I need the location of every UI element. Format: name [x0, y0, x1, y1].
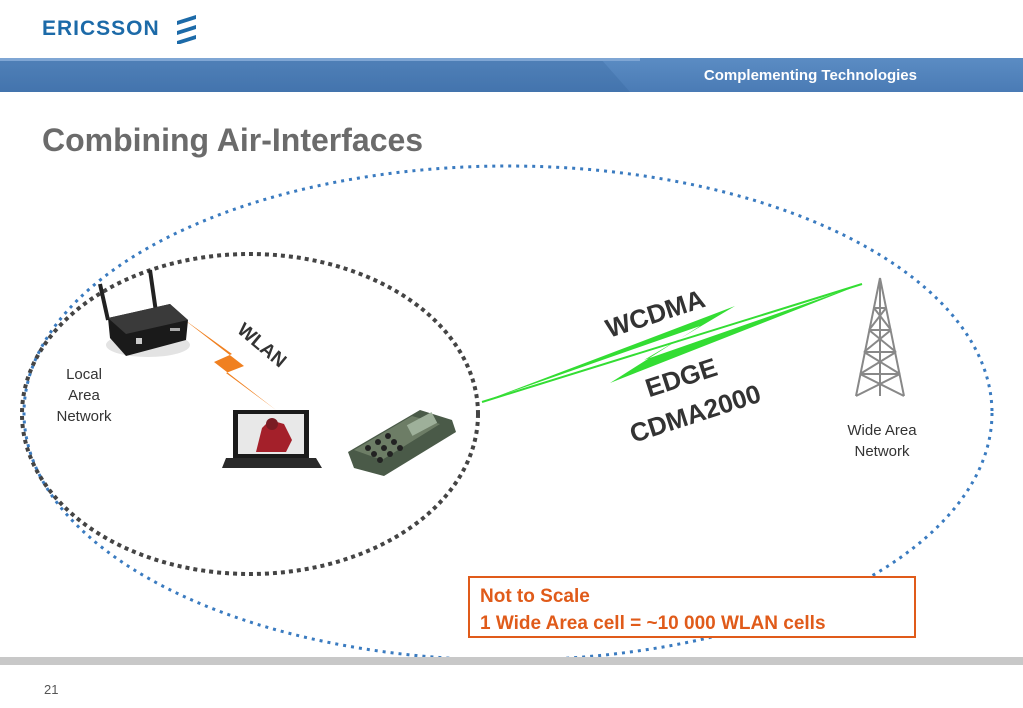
ericsson-logo: ERICSSON [42, 14, 200, 44]
logo-text: ERICSSON [42, 17, 160, 40]
header-bar-accent [0, 58, 640, 92]
laptop-icon [222, 410, 322, 468]
header-bar [0, 58, 1023, 92]
wide-area-network-label: Wide Area Network [847, 422, 917, 460]
cell-tower-icon [855, 277, 905, 397]
section-title: Complementing Technologies [703, 67, 917, 84]
local-area-coverage-ellipse [20, 252, 480, 576]
footer-bar [0, 657, 1023, 665]
ericsson-mark-icon [176, 15, 196, 44]
wlan-link [182, 318, 276, 410]
cellular-label-wcdma: WCDMA [602, 283, 709, 343]
wide-area-coverage-ellipse [22, 164, 994, 662]
page-number: 21 [44, 682, 59, 697]
local-area-network-label: Local Area Network [56, 366, 112, 425]
page-title: Combining Air-Interfaces [42, 122, 424, 158]
scale-note-box: Not to Scale 1 Wide Area cell = ~10 000 … [468, 576, 916, 638]
scale-note-line-2: 1 Wide Area cell = ~10 000 WLAN cells [480, 613, 826, 634]
mobile-phone-icon [348, 410, 456, 476]
wireless-router-icon [98, 269, 190, 357]
scale-note-line-1: Not to Scale [480, 586, 590, 607]
